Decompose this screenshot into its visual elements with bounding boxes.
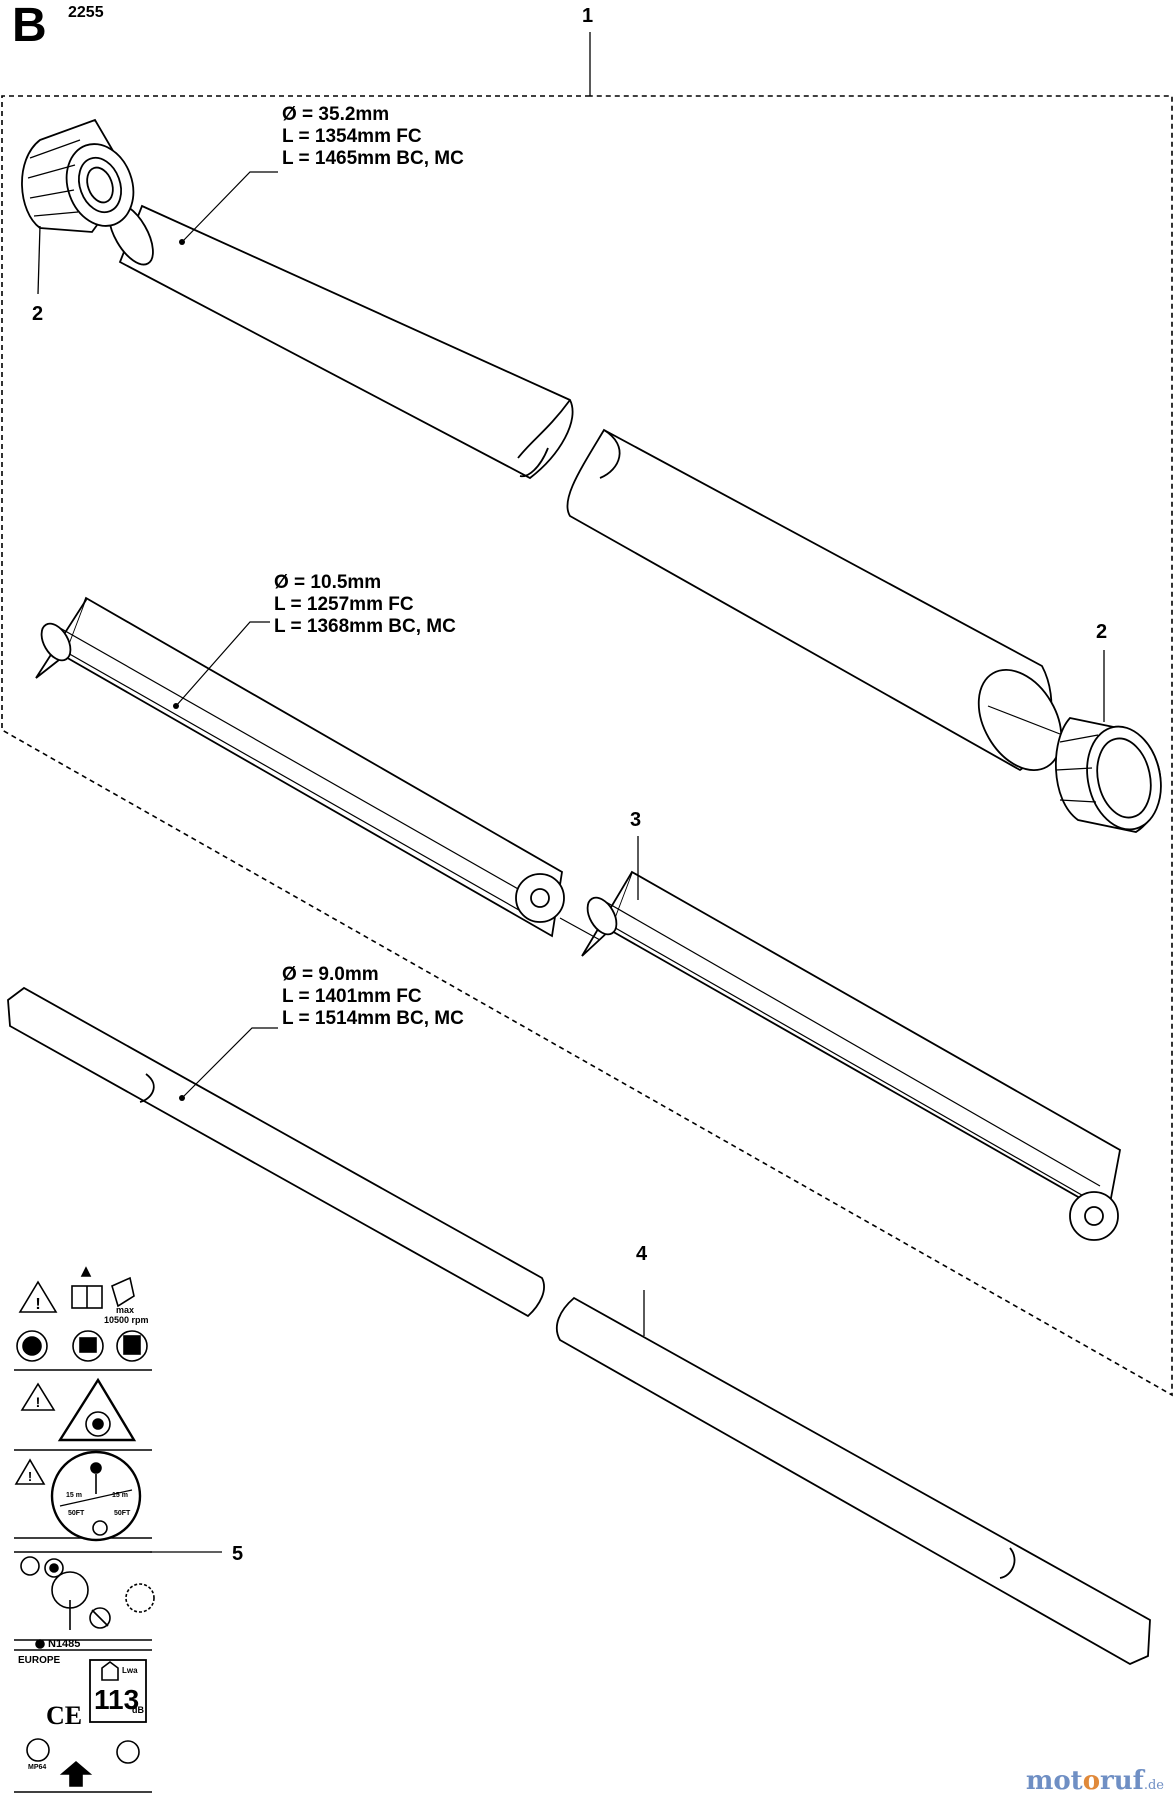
liner-spec-dot: [173, 703, 179, 709]
decal-max-label: max: [116, 1305, 135, 1315]
shaft-diameter: Ø = 9.0mm: [282, 964, 379, 985]
shaft-spec-leader: [181, 1027, 278, 1099]
callout-2a: 2: [32, 303, 44, 325]
svg-text:!: !: [35, 1296, 40, 1313]
diagram-code: 2255: [68, 4, 104, 21]
decal-region: EUROPE: [18, 1655, 61, 1666]
outer-tube-lower: [566, 428, 1063, 772]
callout-2a-leader: [37, 225, 41, 295]
decal-icons: ! ! ! CE: [14, 1266, 155, 1787]
decal-distance-left: 15 m: [66, 1492, 82, 1499]
tube-spec: Ø = 35.2mm L = 1354mm FC L = 1465mm BC, …: [282, 104, 464, 170]
tube-length-fc: L = 1354mm FC: [282, 126, 422, 147]
liner-upper: [35, 596, 565, 938]
drive-shaft-lower: [555, 1296, 1151, 1666]
callout-1: 1: [582, 5, 594, 27]
liner-length-bc-mc: L = 1368mm BC, MC: [274, 616, 456, 637]
liner-spec-leader: [175, 621, 270, 707]
decal-distance-right-ft: 50FT: [114, 1510, 131, 1517]
watermark-suffix: .de: [1143, 1778, 1164, 1793]
watermark-part3: ruf: [1100, 1766, 1144, 1796]
decal-sound-unit: dB: [132, 1705, 144, 1715]
ce-text: CE: [46, 1701, 82, 1730]
watermark-part1: mot: [1025, 1766, 1083, 1796]
section-letter: B: [12, 0, 47, 52]
tube-spec-leader: [181, 171, 278, 243]
tube-spec-dot: [179, 239, 185, 245]
decal-distance-left-ft: 50FT: [68, 1510, 85, 1517]
shaft-spec: Ø = 9.0mm L = 1401mm FC L = 1514mm BC, M…: [282, 964, 464, 1030]
liner-diameter: Ø = 10.5mm: [274, 572, 382, 593]
liner-cable: [559, 917, 601, 941]
watermark: motoruf.de: [1026, 1766, 1164, 1796]
decal-distance-right: 15 m: [112, 1492, 128, 1499]
tube-diameter: Ø = 35.2mm: [282, 104, 390, 125]
callout-5: 5: [232, 1543, 244, 1565]
shaft-length-fc: L = 1401mm FC: [282, 986, 422, 1007]
liner-spec: Ø = 10.5mm L = 1257mm FC L = 1368mm BC, …: [274, 572, 456, 638]
decal-lwa-label: Lwa: [122, 1666, 138, 1675]
shaft-length-bc-mc: L = 1514mm BC, MC: [282, 1008, 464, 1029]
shaft-spec-dot: [179, 1095, 185, 1101]
decal-sound-level: 113: [94, 1684, 140, 1715]
tube-length-bc-mc: L = 1465mm BC, MC: [282, 148, 464, 169]
outer-tube-upper: [108, 202, 574, 480]
svg-text:!: !: [28, 1469, 32, 1484]
watermark-part2: o: [1082, 1766, 1101, 1796]
callout-2b: 2: [1096, 621, 1108, 643]
svg-text:!: !: [36, 1394, 41, 1410]
liner-lower: [581, 870, 1122, 1241]
end-cap-top: [21, 118, 135, 233]
callout-3: 3: [630, 809, 642, 831]
drive-shaft-upper: [7, 986, 545, 1318]
liner-length-fc: L = 1257mm FC: [274, 594, 414, 615]
end-cap-bottom: [1055, 717, 1162, 833]
callout-4: 4: [636, 1243, 648, 1265]
decal-pct-code: MP64: [28, 1764, 47, 1771]
decal-cert-code: N1485: [48, 1638, 81, 1650]
decal-rpm-label: 10500 rpm: [104, 1315, 149, 1325]
assembly-boundary: [1, 95, 1173, 1397]
